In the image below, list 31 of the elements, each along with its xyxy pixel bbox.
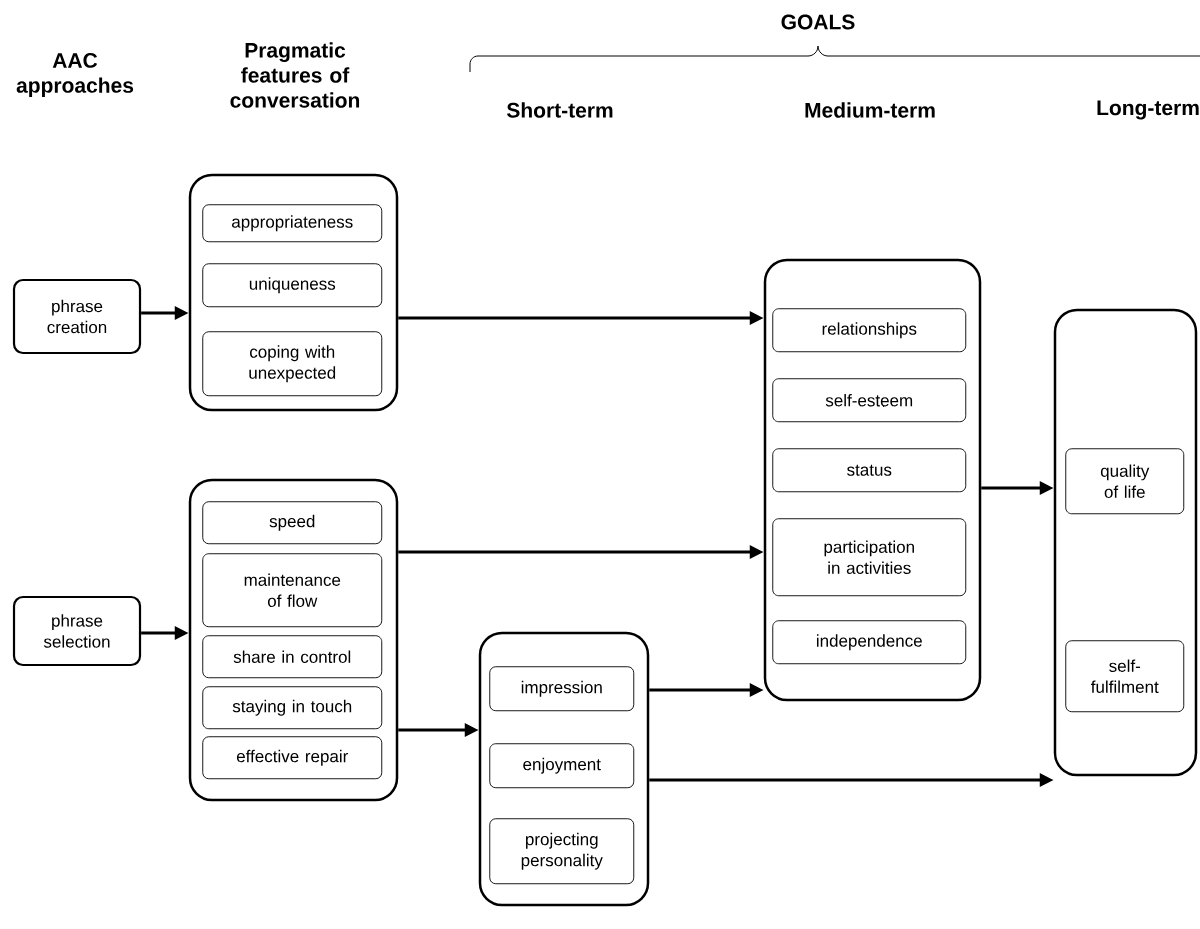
feature-box: maintenance of flow (202, 553, 383, 628)
column-heading: Pragmatic features of conversation (230, 42, 360, 108)
column-heading: AAC approaches (16, 53, 134, 97)
feature-box: appropriateness (202, 204, 383, 243)
feature-box: share in control (202, 635, 383, 679)
feature-box: effective repair (202, 736, 383, 780)
column-heading: Short-term (506, 102, 613, 118)
column-heading: Long-term (1097, 100, 1199, 120)
feature-box: staying in touch (202, 686, 383, 730)
feature-box: coping with unexpected (202, 331, 383, 397)
feature-box: projecting personality (489, 818, 635, 885)
feature-box: relationships (772, 308, 967, 353)
feature-box: impression (489, 666, 635, 712)
feature-box: quality of life (1065, 448, 1185, 515)
group-box (1053, 308, 1198, 777)
feature-box: enjoyment (489, 743, 635, 789)
feature-box: status (772, 448, 967, 493)
group-box (188, 478, 399, 802)
feature-box: participation in activities (772, 518, 967, 597)
column-heading: Medium-term (805, 102, 935, 118)
group-box (478, 631, 650, 907)
feature-box: independence (772, 620, 967, 665)
group-box (763, 258, 982, 702)
group-box (188, 173, 399, 412)
feature-box: self-fulfilment (1065, 640, 1185, 713)
approach-box: phrase creation (12, 278, 142, 355)
feature-box: speed (202, 501, 383, 545)
feature-box: self-esteem (772, 378, 967, 423)
feature-box: uniqueness (202, 263, 383, 308)
approach-box: phrase selection (12, 595, 142, 667)
column-heading: GOALS (781, 14, 855, 30)
